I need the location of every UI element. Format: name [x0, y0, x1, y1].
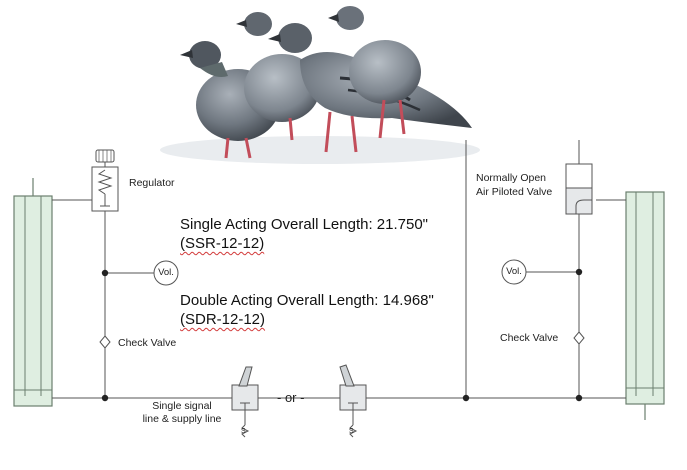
double-acting-part-number: (SDR-12-12) — [180, 311, 266, 328]
normally-open-label-1: Normally Open — [476, 172, 547, 184]
check-valve-left-label: Check Valve — [118, 337, 177, 349]
check-valve-right-symbol — [573, 331, 585, 345]
junction-dot — [101, 394, 109, 402]
volume-tank-right — [501, 259, 527, 285]
single-acting-length: Single Acting Overall Length: 21.750" — [180, 216, 428, 233]
normally-open-label-2: Air Piloted Valve — [476, 186, 553, 198]
junction-dot — [462, 394, 470, 402]
pigeon-4 — [328, 6, 421, 139]
spring-symbol-right: S — [349, 428, 354, 435]
pigeons-image — [160, 6, 480, 164]
or-separator: - or - — [277, 390, 305, 405]
toggle-valve-right — [339, 364, 367, 438]
vol-left-label: Vol. — [158, 267, 174, 278]
right-circuit — [465, 140, 626, 398]
volume-tank-left — [153, 260, 179, 286]
vol-right-label: Vol. — [506, 266, 522, 277]
right-cylinder — [625, 191, 665, 420]
signal-line-label-2: line & supply line — [142, 413, 222, 425]
junction-dot — [101, 269, 109, 277]
left-cylinder — [13, 178, 53, 407]
single-acting-part-number: (SSR-12-12) — [180, 235, 265, 252]
junction-dot — [575, 394, 583, 402]
left-circuit — [52, 199, 626, 399]
regulator — [91, 149, 119, 212]
junction-dot — [575, 268, 583, 276]
regulator-label: Regulator — [129, 177, 175, 189]
check-valve-right-label: Check Valve — [500, 332, 559, 344]
toggle-valve-left — [231, 366, 259, 438]
spring-symbol-left: S — [241, 428, 246, 435]
air-piloted-valve — [565, 163, 593, 215]
signal-line-label-1: Single signal — [152, 400, 212, 412]
check-valve-left-symbol — [99, 335, 111, 349]
double-acting-length: Double Acting Overall Length: 14.968" — [180, 292, 434, 309]
